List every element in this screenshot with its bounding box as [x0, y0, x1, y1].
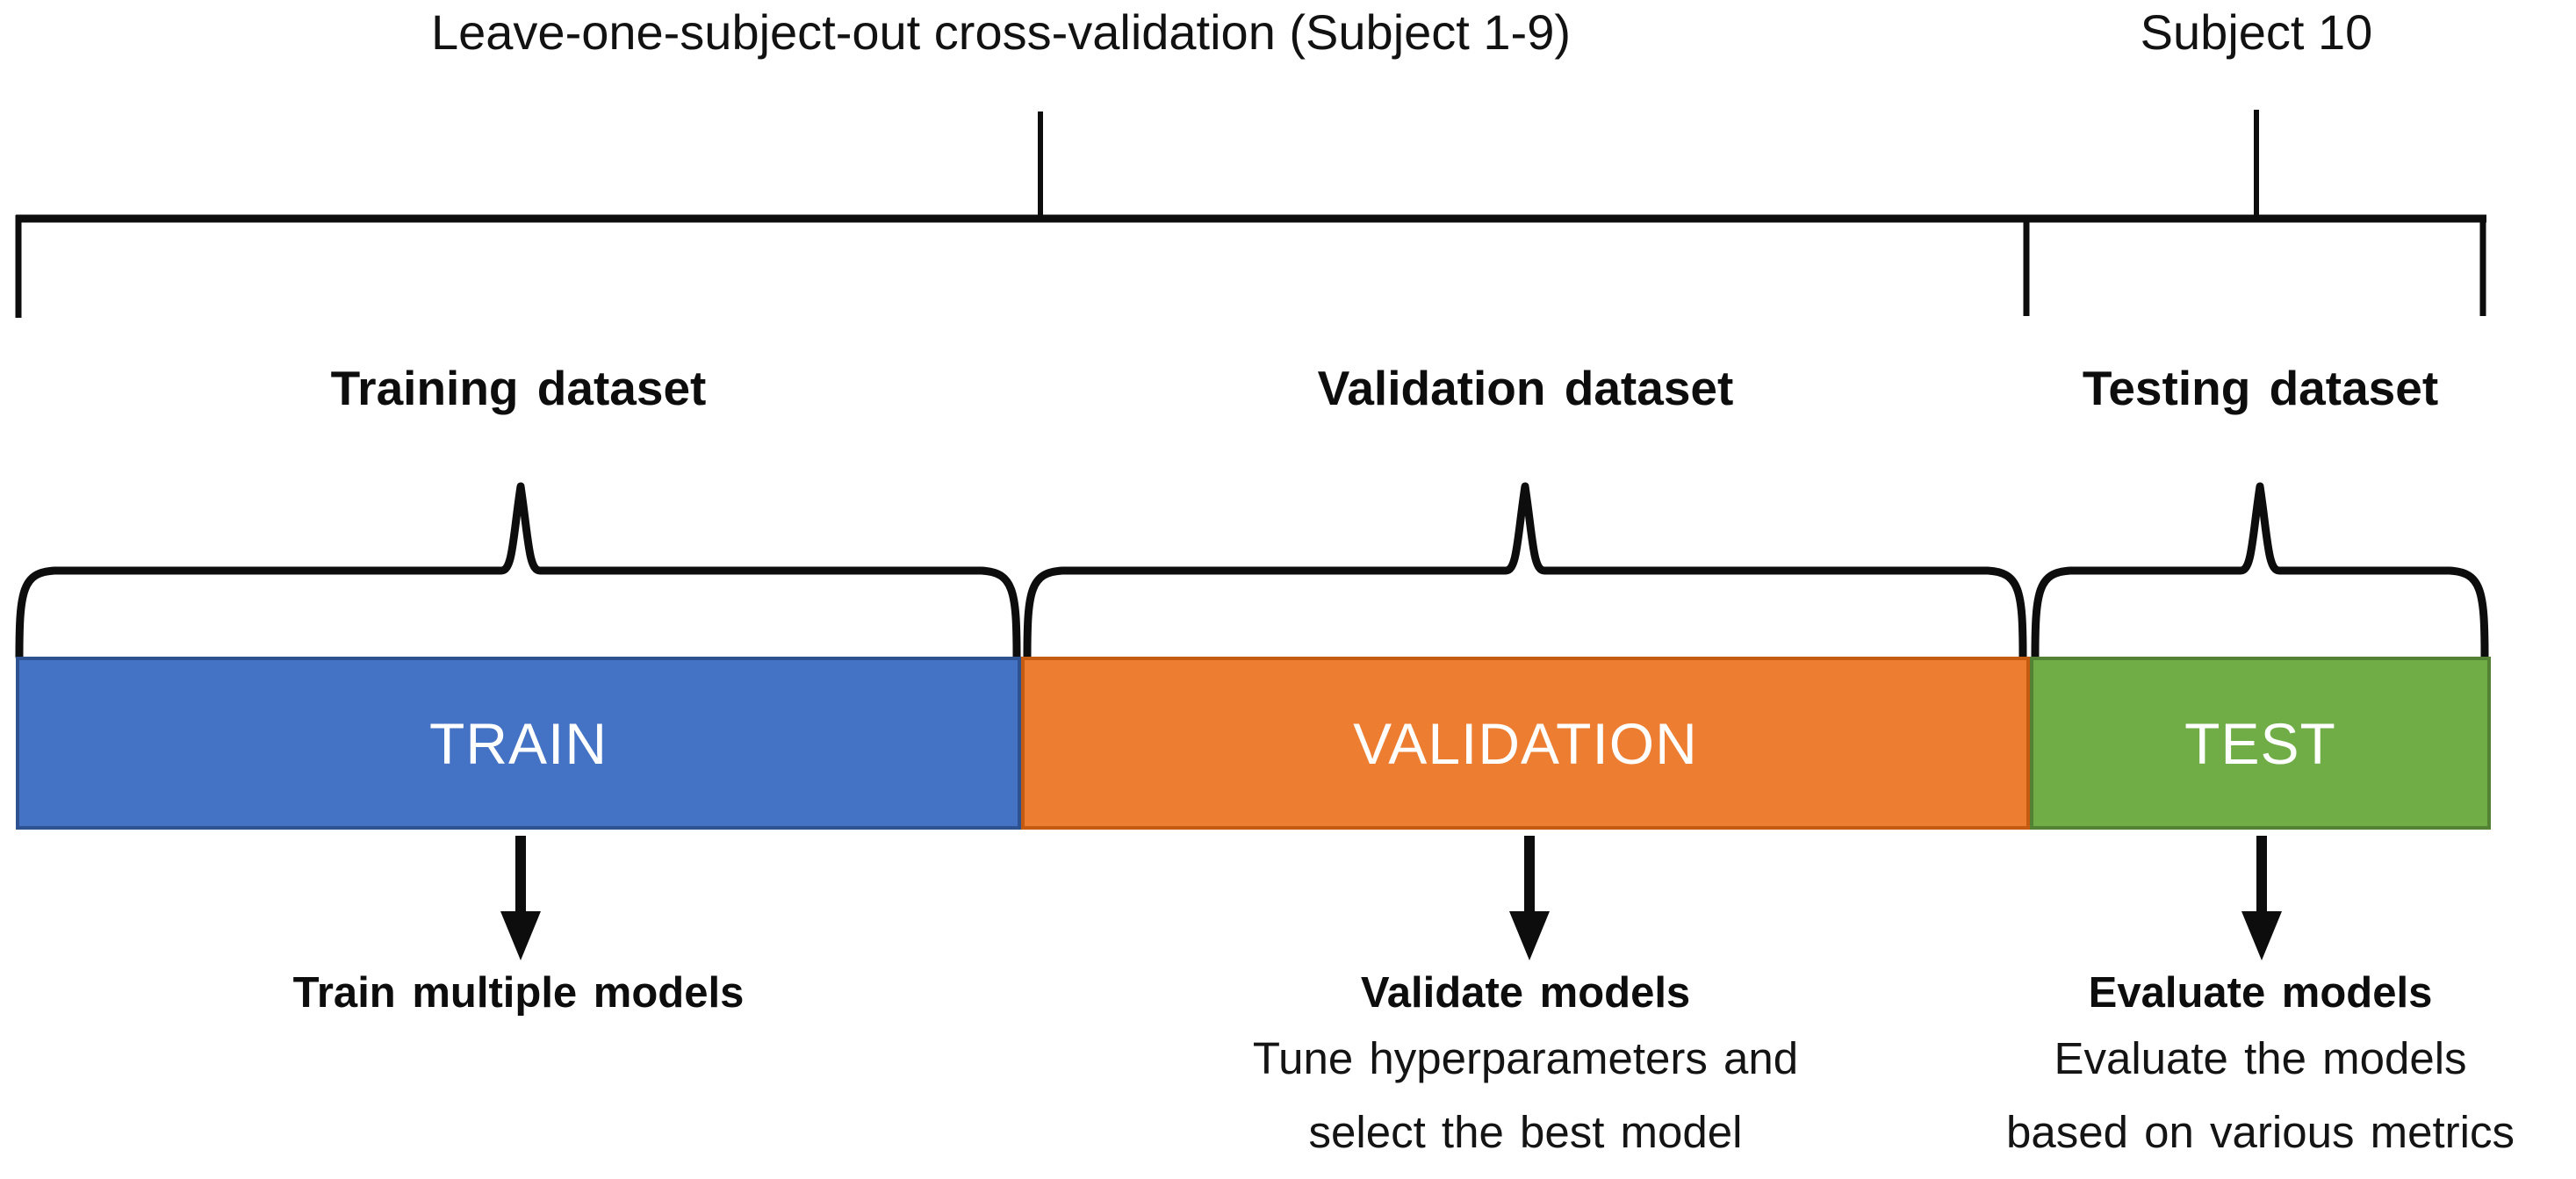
train-curly-brace-icon	[15, 482, 1021, 661]
train-bar-label: TRAIN	[429, 710, 608, 776]
validation-bar: VALIDATION	[1021, 657, 2030, 830]
train-bar: TRAIN	[16, 657, 1021, 830]
testing-dataset-label: Testing dataset	[2082, 361, 2439, 415]
validation-annotation-line2: select the best model	[1308, 1107, 1743, 1157]
test-annotation-title: Evaluate models	[2088, 969, 2433, 1017]
test-bar: TEST	[2030, 657, 2491, 830]
validation-annotation-line1: Tune hyperparameters and	[1252, 1033, 1799, 1083]
validation-down-arrow-icon	[1509, 836, 1550, 960]
validation-curly-brace-icon	[1023, 482, 2027, 661]
train-annotation: Train multiple models	[16, 964, 1021, 1022]
top-bracket	[15, 110, 2486, 318]
train-down-arrow-icon	[500, 836, 541, 960]
cross-validation-title: Leave-one-subject-out cross-validation (…	[431, 4, 1571, 60]
test-down-arrow-icon	[2241, 836, 2282, 960]
validation-bar-label: VALIDATION	[1353, 710, 1698, 776]
test-curly-brace-icon	[2031, 482, 2489, 661]
test-annotation-line2: based on various metrics	[2006, 1107, 2515, 1157]
validation-annotation-title: Validate models	[1360, 969, 1691, 1017]
validation-dataset-label: Validation dataset	[1317, 361, 1734, 415]
training-dataset-label: Training dataset	[330, 361, 707, 415]
test-annotation-line1: Evaluate the models	[2054, 1033, 2467, 1083]
validation-annotation: Validate models Tune hyperparameters and…	[1021, 964, 2030, 1169]
train-annotation-title: Train multiple models	[292, 969, 745, 1017]
test-annotation: Evaluate models Evaluate the models base…	[2006, 964, 2515, 1169]
holdout-subject-title: Subject 10	[2140, 4, 2373, 60]
test-bar-label: TEST	[2184, 710, 2336, 776]
